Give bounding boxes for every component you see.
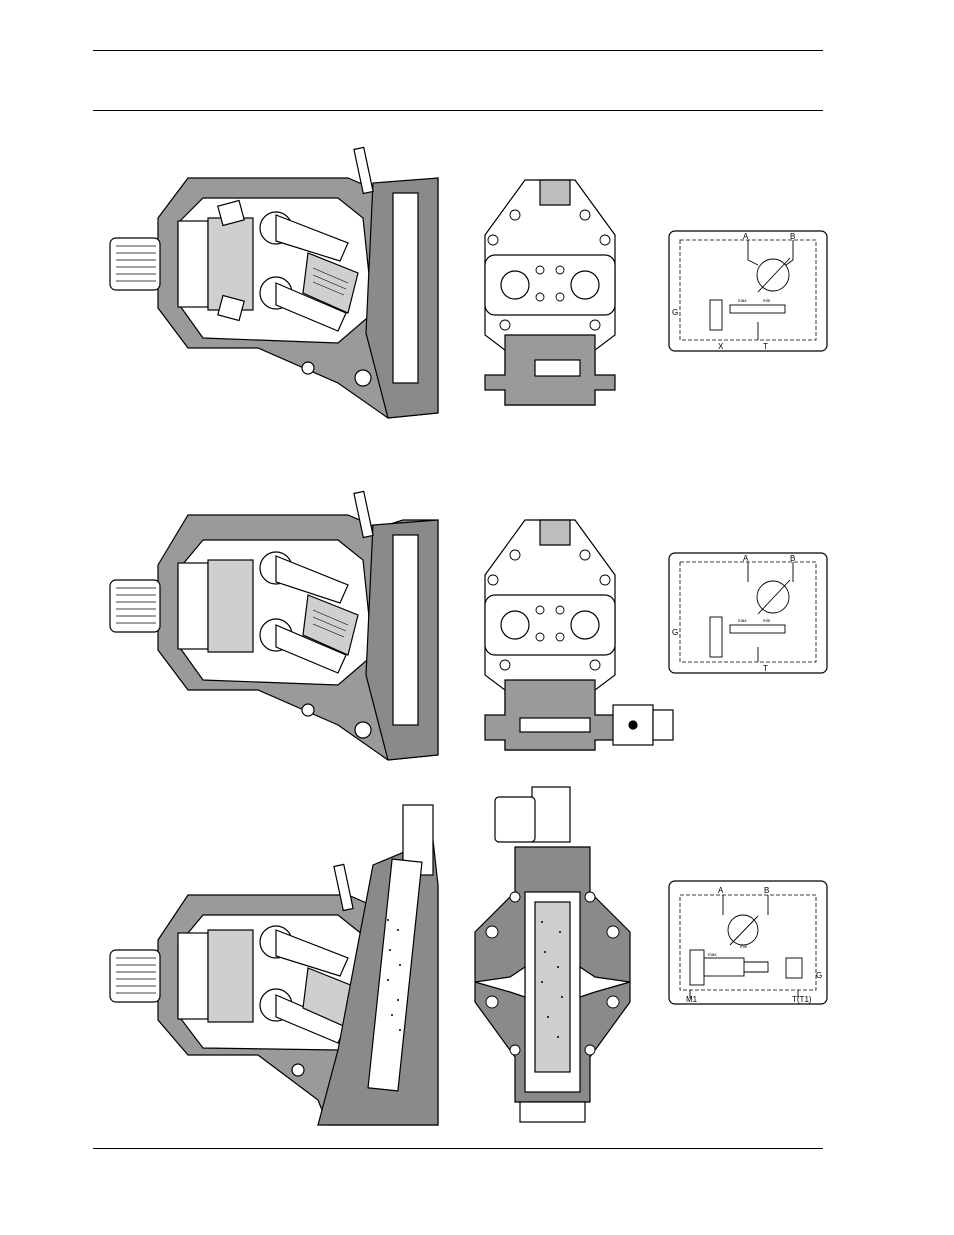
port-label-b: B — [790, 554, 795, 563]
port-label-b: B — [790, 232, 795, 241]
motor-section-view-1 — [108, 143, 448, 423]
port-label-g: G — [672, 628, 678, 637]
port-label-a: A — [718, 886, 724, 895]
port-label-g: G — [672, 308, 678, 317]
label-max: max — [738, 298, 747, 303]
port-label-x: X — [718, 342, 724, 351]
label-min: min — [763, 298, 771, 303]
port-label-m1: M1 — [686, 995, 698, 1004]
label-min: min — [740, 944, 748, 949]
hydraulic-schematic-2: A B G T max min — [668, 552, 828, 674]
label-max: max — [738, 618, 747, 623]
port-label-t: T — [763, 342, 768, 351]
port-label-t: T(T1) — [792, 995, 812, 1004]
hydraulic-schematic-1: A B G X T max min — [668, 230, 828, 352]
control-valve-front-view-3 — [470, 782, 635, 1130]
hydraulic-schematic-3: A B G M1 T(T1) max min — [668, 880, 828, 1005]
motor-section-view-2 — [108, 490, 448, 765]
port-plate-front-view-2 — [475, 515, 680, 760]
port-label-b: B — [764, 886, 769, 895]
header-rule-bottom — [93, 110, 823, 111]
label-max: max — [708, 952, 717, 957]
port-plate-front-view-1 — [475, 175, 620, 415]
port-label-t: T — [763, 664, 768, 673]
motor-section-view-3 — [108, 800, 448, 1135]
port-label-a: A — [743, 554, 749, 563]
footer-rule — [93, 1148, 823, 1149]
label-min: min — [763, 618, 771, 623]
port-label-a: A — [743, 232, 749, 241]
port-label-g: G — [816, 971, 822, 980]
header-rule-top — [93, 50, 823, 51]
